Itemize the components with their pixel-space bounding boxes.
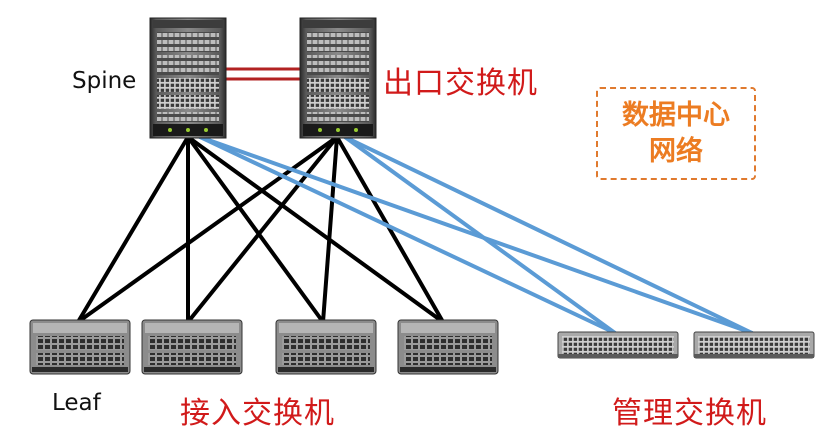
- management-switch-2: [693, 331, 815, 359]
- inter-spine-link: [222, 67, 305, 81]
- leaf-switch-4: [397, 319, 499, 375]
- link-spine2-leaf4: [335, 135, 445, 324]
- link-spine1-mgmt1: [198, 135, 617, 335]
- access-switch-label: 接入交换机: [180, 396, 335, 431]
- egress-switch-label: 出口交换机: [383, 66, 538, 101]
- link-spine1-leaf4: [186, 135, 445, 324]
- management-switch-label: 管理交换机: [612, 396, 767, 431]
- blue-links: [198, 135, 754, 335]
- link-spine2-leaf3: [321, 135, 339, 324]
- callout-line-2: 网络: [649, 135, 703, 167]
- management-switch-1: [557, 331, 679, 359]
- callout-line-1: 数据中心: [622, 99, 730, 131]
- link-spine2-leaf2: [186, 135, 339, 324]
- leaf-switch-2: [141, 319, 243, 375]
- link-spine1-leaf1: [76, 135, 190, 324]
- spine-label: Spine: [72, 68, 137, 94]
- leaf-switch-3: [275, 319, 377, 375]
- link-spine2-leaf1: [76, 135, 339, 324]
- link-spine2-mgmt1: [343, 135, 617, 335]
- black-links: [76, 135, 445, 324]
- link-spine1-mgmt2: [198, 135, 754, 335]
- leaf-label: Leaf: [52, 390, 101, 416]
- data-center-network-callout: 数据中心 网络: [596, 87, 756, 180]
- link-spine2-mgmt2: [343, 135, 754, 335]
- leaf-switch-1: [29, 319, 131, 375]
- link-spine1-leaf3: [186, 135, 325, 324]
- spine-switch-1: [149, 17, 227, 139]
- spine-switch-2: [299, 17, 377, 139]
